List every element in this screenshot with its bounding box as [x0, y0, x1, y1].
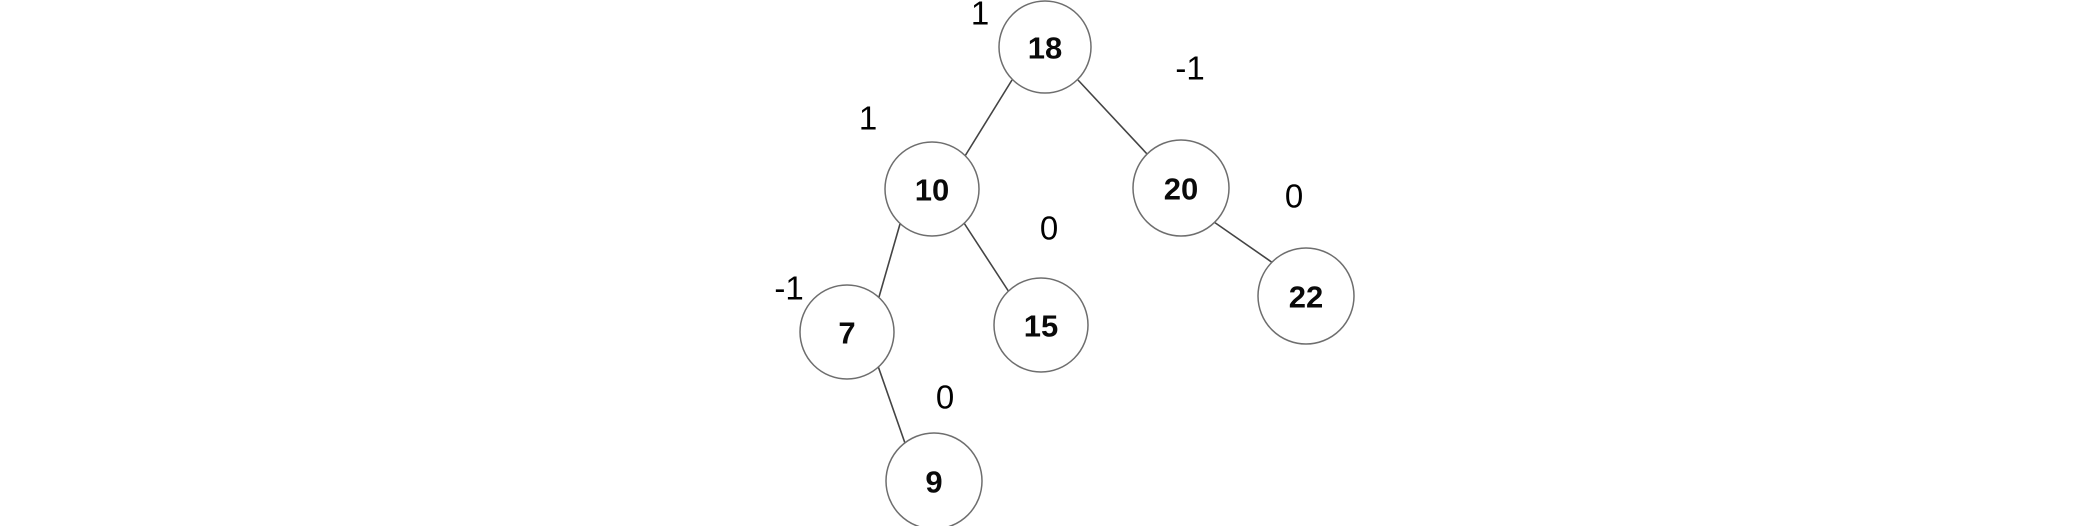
node-key-label-20: 20 — [1164, 172, 1198, 207]
tree-edge-n7-to-n9 — [877, 365, 907, 447]
edges-group — [877, 79, 1274, 447]
node-key-label-15: 15 — [1024, 309, 1058, 344]
tree-node-10[interactable]: 10 — [884, 141, 980, 237]
tree-node-20[interactable]: 20 — [1132, 139, 1230, 237]
node-key-label-18: 18 — [1028, 31, 1062, 66]
balance-factor-label-7: -1 — [774, 270, 803, 307]
node-circle-10[interactable] — [884, 141, 980, 237]
tree-edge-n10-to-n7 — [878, 223, 901, 298]
balance-factor-label-15: 0 — [1040, 210, 1058, 247]
tree-node-9[interactable]: 9 — [885, 432, 983, 526]
node-circle-18[interactable] — [998, 0, 1092, 94]
node-circle-7[interactable] — [799, 284, 895, 380]
balance-factor-label-9: 0 — [936, 379, 954, 416]
balance-factor-labels-group: 1 1 -1 -1 0 0 0 — [774, 0, 1303, 416]
tree-node-22[interactable]: 22 — [1257, 247, 1355, 345]
node-key-label-22: 22 — [1289, 280, 1323, 315]
node-key-label-10: 10 — [915, 173, 949, 208]
node-key-label-7: 7 — [838, 316, 855, 351]
node-circle-20[interactable] — [1132, 139, 1230, 237]
tree-node-15[interactable]: 15 — [993, 277, 1089, 373]
tree-edge-n18-to-n10 — [964, 79, 1013, 157]
node-circle-22[interactable] — [1257, 247, 1355, 345]
balance-factor-label-10: 1 — [859, 100, 877, 137]
node-circle-15[interactable] — [993, 277, 1089, 373]
node-circle-9[interactable] — [885, 432, 983, 526]
balance-factor-label-18: 1 — [971, 0, 989, 32]
node-key-label-9: 9 — [925, 465, 942, 500]
tree-node-7[interactable]: 7 — [799, 284, 895, 380]
balance-factor-label-22: 0 — [1285, 178, 1303, 215]
balance-factor-label-20: -1 — [1175, 50, 1204, 87]
tree-edge-n20-to-n22 — [1213, 221, 1274, 264]
tree-node-18[interactable]: 18 — [998, 0, 1092, 94]
tree-edge-n18-to-n20 — [1077, 79, 1149, 156]
tree-edge-n10-to-n15 — [963, 222, 1010, 293]
